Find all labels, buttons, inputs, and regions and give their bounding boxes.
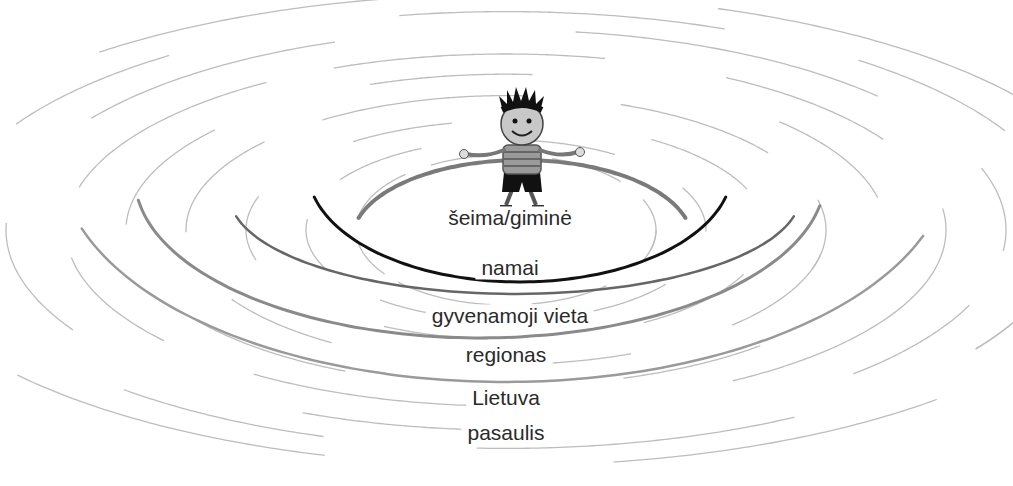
circle-label: Lietuva	[466, 386, 546, 409]
ripple-line	[246, 196, 259, 260]
ripple-line	[853, 305, 969, 374]
ripple-line	[732, 256, 820, 325]
band-arc	[138, 200, 819, 338]
ripple-line	[91, 42, 335, 118]
child-hand	[576, 148, 585, 157]
ripple-line	[334, 54, 605, 68]
ripple-lines	[0, 0, 1013, 462]
ripple-line	[399, 12, 725, 29]
circle-label: namai	[475, 256, 544, 279]
ripple-line	[126, 130, 215, 225]
ripple-line	[124, 390, 324, 437]
ripple-line	[733, 331, 867, 381]
ripple-line	[232, 299, 332, 342]
ripple-line	[340, 148, 421, 179]
band-arc	[82, 229, 923, 382]
ripple-line	[651, 139, 747, 189]
child-eye	[513, 119, 518, 124]
child-arms	[466, 150, 578, 155]
child-eye	[527, 119, 532, 124]
ripple-line	[858, 60, 1005, 131]
ripple-line	[16, 56, 169, 125]
child-mouth	[512, 131, 532, 136]
ripple-line	[532, 286, 606, 304]
ripple-line	[982, 168, 1006, 251]
ripple-line	[718, 9, 1013, 106]
ripple-line	[79, 82, 266, 187]
circle-label: pasaulis	[461, 421, 550, 444]
ripple-line	[99, 0, 463, 52]
band-arc	[314, 197, 725, 282]
ripple-line	[17, 375, 324, 455]
circle-label: gyvenamoji vieta	[426, 304, 594, 327]
ripple-line	[353, 123, 452, 141]
child-hand	[460, 150, 469, 159]
child-legs	[506, 190, 536, 205]
circle-label: regionas	[460, 343, 553, 366]
ripple-line	[370, 74, 533, 84]
ripple-line	[186, 142, 264, 233]
ripple-line	[322, 96, 522, 120]
child-figure	[460, 87, 585, 207]
circle-label: šeima/giminė	[442, 206, 578, 229]
band-arcs	[82, 160, 923, 382]
child-fringe	[502, 105, 542, 110]
ripple-line	[726, 78, 883, 140]
ripple-line	[614, 399, 937, 462]
child-shirt	[503, 145, 541, 174]
ripple-line	[576, 32, 878, 96]
ripple-line	[306, 219, 325, 268]
ripple-line	[6, 223, 73, 330]
child-head	[501, 103, 543, 145]
child-shorts	[502, 172, 542, 192]
shirt-stripes	[504, 152, 540, 166]
ripple-line	[976, 226, 1013, 349]
ripple-line	[866, 209, 946, 331]
ripple-line	[779, 122, 877, 198]
ripple-line	[621, 105, 768, 153]
ripple-line	[643, 199, 656, 250]
